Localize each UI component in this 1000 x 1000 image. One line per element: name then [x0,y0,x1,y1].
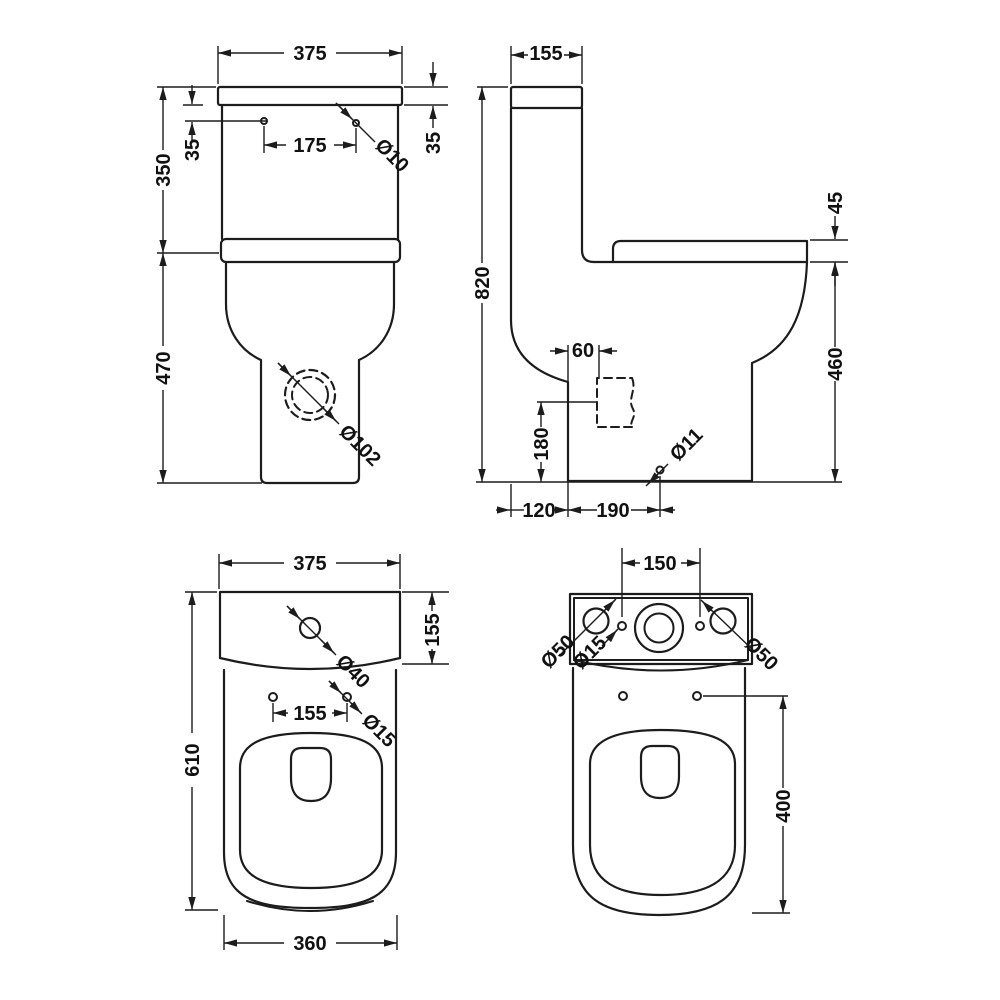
top-extension-lines [621,548,790,914]
plan-view-outline [218,590,402,912]
dim-front-overall-width: 375 [293,43,326,65]
top-view: 150 Ø50 Ø15 Ø50 400 [537,548,795,917]
right-hinge-hole [342,692,352,702]
dim-plan-hinge-hole-diameter: Ø15 [358,710,400,752]
dim-front-hole-diameter: Ø10 [371,135,413,177]
side-view-dimensions [476,46,848,517]
body-top [571,666,747,917]
dim-plan-overall-width: 375 [293,553,326,575]
back-profile [509,106,570,483]
dim-side-fixing-hole-diameter: Ø11 [666,424,708,466]
cistern-lid-side [509,85,584,110]
right-fixing-hole [352,119,360,127]
flush-button-hole [298,616,322,640]
dim-plan-cistern-depth: 155 [422,613,444,646]
dim-side-outlet-height: 180 [531,427,553,460]
left-hinge-hole [268,692,278,702]
outlet-box-dashed [596,377,633,428]
right-overflow-hole [695,621,705,631]
dim-plan-base-width: 360 [293,933,326,955]
seat-ring-plan [238,731,384,890]
left-overflow-hole [617,621,627,631]
plan-view-dimensions [185,554,449,950]
front-view-outline [216,85,404,485]
dim-side-outlet-offset: 60 [572,340,594,362]
cistern-body-front [220,103,400,241]
dim-top-right-inlet-diameter: Ø50 [740,633,782,675]
cistern-lid-front [216,85,404,107]
dim-front-base-height: 470 [153,351,175,384]
dim-side-pedestal-to-fixing: 190 [596,500,629,522]
dim-side-back-to-pedestal: 120 [522,500,555,522]
top-view-dimensions [559,548,790,914]
seat-side [611,239,809,264]
flush-opening-top [639,744,681,800]
dim-top-bowl-depth: 400 [773,789,795,822]
base-fixing-hole [655,465,665,475]
flush-valve-outer [633,602,685,654]
cistern-front-arc [218,656,402,671]
side-view: 155 820 45 460 60 180 Ø11 120 190 [472,43,848,522]
left-seat-hole [618,691,628,701]
cistern-top-outer [568,592,754,666]
front-extension-lines [157,46,448,484]
dim-top-fitting-spacing: 150 [643,553,676,575]
flush-valve-inner [643,612,675,644]
front-profile [750,260,809,483]
left-inlet-hole [582,607,610,635]
dim-plan-overall-depth: 610 [182,743,204,776]
right-seat-hole [692,691,702,701]
cistern-front-side [580,106,596,264]
outlet-circle-inner [291,376,329,414]
outlet-circle-outer [283,368,337,422]
front-view: 375 35 350 470 35 175 Ø10 Ø102 [153,43,448,485]
top-view-outline [568,592,754,917]
outlet-box-break-line [630,377,636,428]
dim-side-overall-height: 820 [472,266,494,299]
flush-opening-plan [289,746,333,803]
dim-front-lid-height: 35 [423,132,445,154]
body-plan [222,668,398,910]
body-front-arc [246,900,374,912]
dim-front-hole-drop: 35 [182,139,204,161]
cistern-plan [218,590,402,660]
seat-ring-top [588,728,737,897]
dim-plan-hinge-hole-spacing: 155 [293,703,326,725]
cistern-top-inner [573,597,749,661]
dim-side-rim-height: 460 [825,347,847,380]
side-view-outline [509,85,809,483]
cistern-top-front-arc [573,659,749,672]
dim-side-seat-thickness: 45 [825,192,847,214]
right-inlet-hole [709,607,737,635]
dim-front-cistern-height: 350 [153,153,175,186]
dim-front-hole-spacing: 175 [293,135,326,157]
plan-view: 375 155 610 155 360 Ø40 Ø15 [182,553,449,955]
bowl-outline-front [224,260,396,485]
dim-plan-flush-hole-diameter: Ø40 [332,651,374,693]
dim-top-left-inlet-diameter: Ø50 [537,631,579,673]
dim-top-overflow-diameter: Ø15 [569,632,611,674]
dim-side-cistern-depth: 155 [529,43,562,65]
seat-edge-front [219,237,402,264]
front-view-dimensions [157,46,448,484]
